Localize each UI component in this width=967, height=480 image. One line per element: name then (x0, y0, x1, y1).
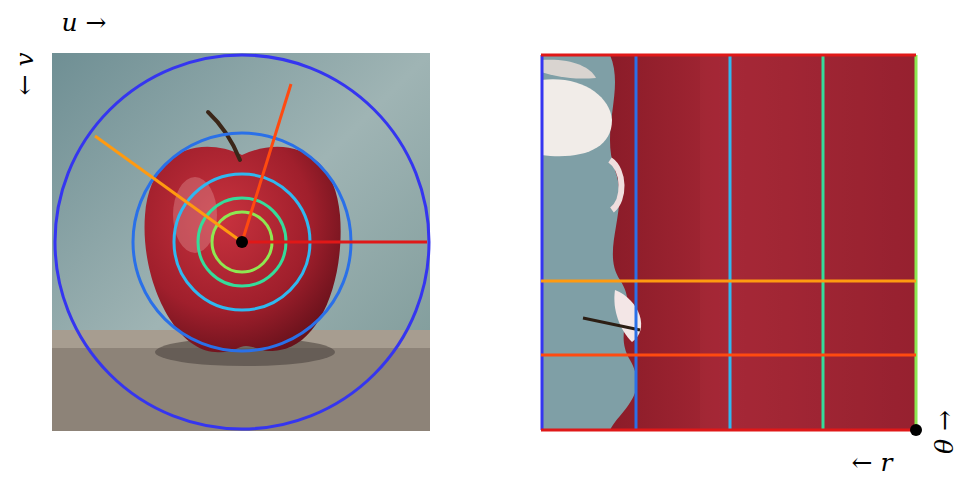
radius-lines (542, 55, 916, 430)
polar-image (541, 55, 916, 430)
angle-lines (541, 55, 916, 430)
axis-label: θ → (932, 410, 957, 454)
axis-label: ← v (12, 52, 37, 95)
origin-dot (910, 424, 922, 436)
apple-photo (52, 53, 430, 431)
sampling-rays (95, 84, 427, 242)
axis-label: ← r (852, 450, 893, 475)
sampling-circles (55, 55, 429, 429)
center-dot (236, 236, 248, 248)
axis-label: u → (62, 10, 107, 35)
